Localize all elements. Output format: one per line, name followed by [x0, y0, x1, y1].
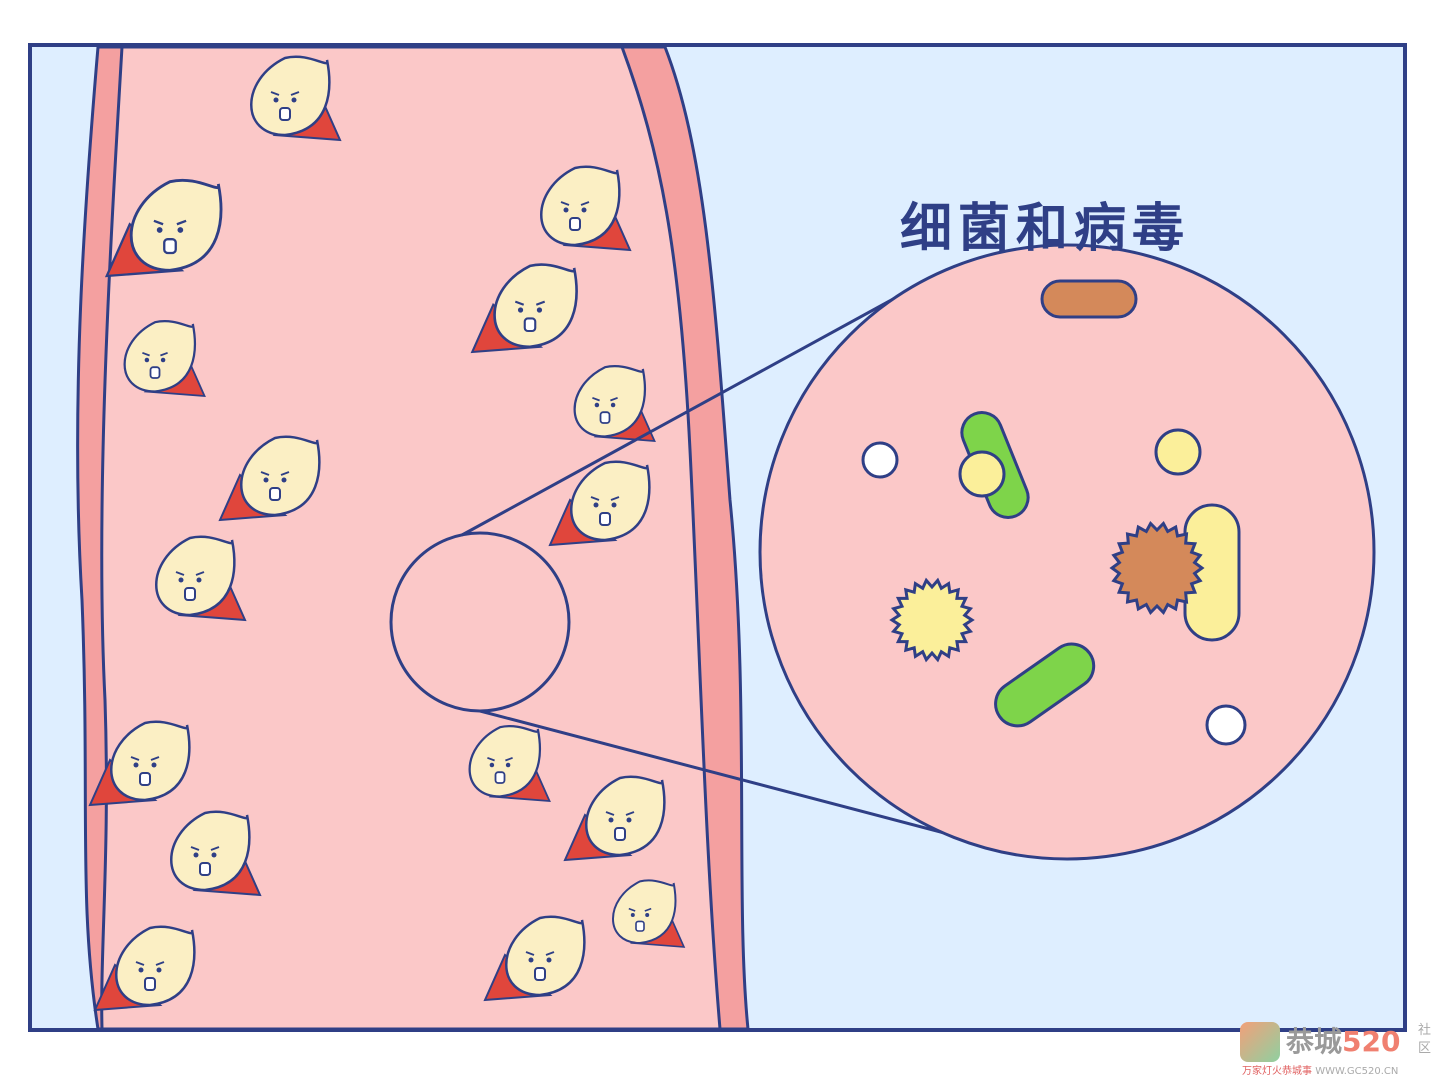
magnified-view — [758, 243, 1376, 861]
cell-body — [110, 720, 191, 802]
virus-white — [861, 441, 899, 479]
watermark-logo — [1240, 1022, 1280, 1062]
cell-body — [170, 810, 251, 892]
bacterium-brown-rod — [1040, 279, 1138, 319]
white-blood-cell — [468, 724, 551, 803]
bacterium-green-rod-2 — [994, 642, 1096, 728]
watermark-url: WWW.GC520.CN — [1315, 1066, 1399, 1077]
virus-white-2 — [1205, 704, 1247, 746]
face — [628, 907, 652, 912]
virus-yellow — [1154, 428, 1202, 476]
white-blood-cell — [612, 879, 686, 948]
cell-body — [115, 925, 196, 1007]
face — [560, 201, 590, 206]
face — [514, 300, 546, 306]
cell-body — [250, 55, 331, 137]
cell-body — [573, 364, 646, 438]
cell-body — [155, 535, 236, 617]
white-blood-cell — [470, 263, 578, 354]
face — [190, 846, 220, 851]
white-blood-cell — [93, 925, 196, 1012]
virus-spiky-brown — [1109, 520, 1205, 616]
cell-body — [585, 775, 666, 857]
white-blood-cell — [218, 435, 321, 522]
white-blood-cell — [104, 178, 223, 278]
face — [270, 91, 300, 96]
face — [142, 351, 168, 357]
face — [592, 396, 618, 402]
face — [590, 496, 620, 501]
white-blood-cell — [483, 915, 586, 1002]
white-blood-cell — [250, 55, 342, 142]
zoom-line-top — [461, 296, 896, 537]
face — [153, 219, 187, 226]
face — [175, 571, 205, 576]
white-blood-cell — [540, 165, 632, 252]
cell-body — [505, 915, 586, 997]
white-blood-cell — [170, 810, 262, 897]
face — [525, 951, 555, 956]
face — [487, 756, 513, 762]
cell-body — [570, 460, 651, 542]
virus-yellow-small — [958, 450, 1006, 498]
white-blood-cell — [155, 535, 247, 622]
cell-body — [540, 165, 621, 247]
face — [135, 961, 165, 966]
face — [605, 811, 635, 816]
white-blood-cell — [573, 364, 656, 443]
white-blood-cell — [123, 319, 206, 398]
face — [130, 756, 160, 761]
watermark-number: 520 — [1342, 1025, 1401, 1058]
zoom-line-bottom — [479, 709, 991, 847]
watermark-name: 恭城 — [1286, 1025, 1343, 1058]
watermark-slogan: 万家灯火恭城事 — [1242, 1066, 1312, 1077]
watermark: 恭城520 社区 万家灯火恭城事 WWW.GC520.CN — [1238, 1018, 1438, 1078]
cell-body — [240, 435, 321, 517]
cell-body — [493, 263, 578, 349]
face — [260, 471, 290, 476]
cell-body — [123, 319, 196, 393]
cell-body — [468, 724, 541, 798]
white-blood-cell — [88, 720, 191, 807]
white-blood-cell — [563, 775, 666, 862]
cell-body — [129, 178, 223, 272]
virus-spiky-yellow — [889, 577, 975, 663]
white-blood-cells — [88, 55, 686, 1012]
illustration-title: 细菌和病毒 — [900, 199, 1191, 259]
cell-body — [612, 879, 677, 945]
white-blood-cell — [548, 460, 651, 547]
watermark-suffix: 社区 — [1418, 1023, 1432, 1056]
